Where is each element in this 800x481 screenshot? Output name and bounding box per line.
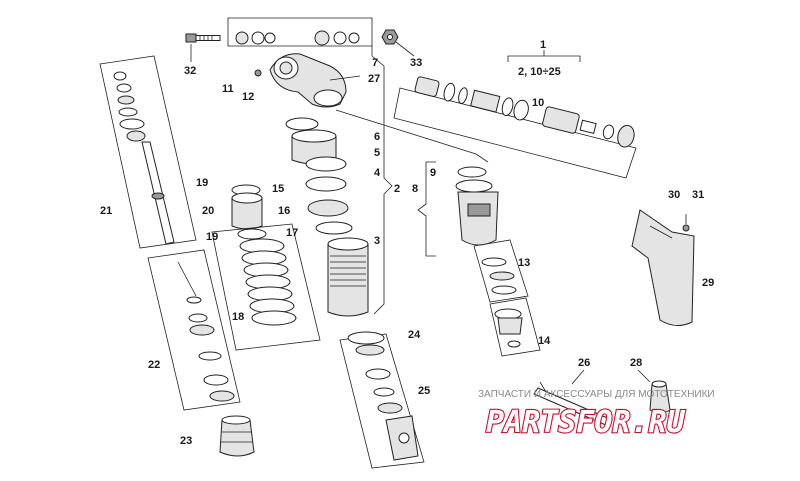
callout-13: 13 [518, 257, 530, 269]
top-mount-27 [254, 53, 361, 108]
callout-24: 24 [408, 329, 421, 341]
callout-23: 23 [180, 435, 192, 447]
callout-6: 6 [374, 131, 380, 143]
callout-19a: 19 [196, 177, 208, 189]
bushing-kit-7 [227, 17, 373, 56]
callout-28: 28 [630, 357, 642, 369]
callout-3: 3 [374, 235, 380, 247]
callout-1: 1 [540, 39, 546, 51]
watermark: ЗАПЧАСТИ И АКСЕССУАРЫ ДЛЯ МОТОТЕХНИКИ PA… [478, 389, 715, 441]
hose-line [335, 109, 489, 163]
callout-22: 22 [148, 359, 160, 371]
callout-labels: 1 2, 10÷25 2 3 4 5 6 7 8 9 10 11 12 13 1… [100, 39, 714, 447]
callout-4: 4 [374, 167, 381, 179]
spring-seat-20 [231, 184, 267, 240]
watermark-tagline: ЗАПЧАСТИ И АКСЕССУАРЫ ДЛЯ МОТОТЕХНИКИ [478, 389, 715, 400]
bump-stop-23 [219, 415, 255, 457]
reservoir-body-9 [455, 166, 499, 246]
callout-15: 15 [272, 183, 284, 195]
group-bracket-1 [507, 50, 581, 62]
mud-guard-29 [631, 209, 695, 326]
bushing-box-14 [489, 297, 541, 357]
piston-rod-assembly-21 [99, 55, 197, 249]
group-bracket-8 [417, 161, 436, 257]
callout-9: 9 [430, 167, 436, 179]
callout-27: 27 [368, 73, 380, 85]
callout-18: 18 [232, 311, 244, 323]
reservoir-assembly-10 [393, 76, 637, 179]
bushing-box-13 [473, 239, 529, 303]
callout-20: 20 [202, 205, 214, 217]
callout-14: 14 [538, 335, 551, 347]
callout-7: 7 [372, 57, 378, 69]
callout-12: 12 [242, 91, 254, 103]
spring-18 [211, 223, 321, 351]
callout-25: 25 [418, 385, 430, 397]
callout-30: 30 [668, 189, 680, 201]
callout-29: 29 [702, 277, 714, 289]
callout-33: 33 [410, 57, 422, 69]
group-bracket-2 [371, 55, 393, 315]
callout-21: 21 [100, 205, 112, 217]
tool-28 [637, 369, 671, 414]
nut-33 [381, 29, 415, 57]
callout-11: 11 [222, 83, 234, 95]
lower-mount-24 [339, 331, 425, 469]
damper-body-3 [285, 117, 369, 317]
callout-2: 2 [394, 183, 400, 195]
callout-19b: 19 [206, 231, 218, 243]
callout-26: 26 [578, 357, 590, 369]
callout-2-sub: 2, 10÷25 [518, 66, 561, 78]
callout-32: 32 [184, 65, 196, 77]
callout-16: 16 [278, 205, 290, 217]
callout-10: 10 [532, 97, 544, 109]
callout-5: 5 [374, 147, 380, 159]
tool-26 [533, 369, 613, 427]
callout-31: 31 [692, 189, 704, 201]
watermark-logo: PARTSFOR.RU [486, 405, 686, 440]
callout-17: 17 [286, 227, 298, 239]
bolt-32 [185, 33, 221, 62]
callout-8: 8 [412, 183, 418, 195]
valve-assembly-22 [147, 249, 241, 411]
